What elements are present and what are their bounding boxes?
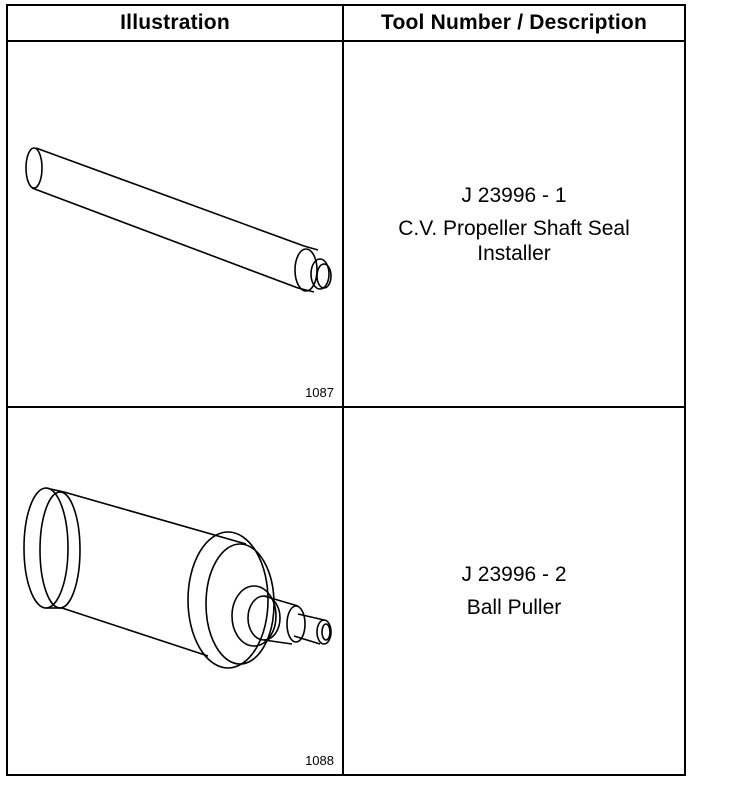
description-line: Installer — [477, 241, 551, 265]
ball-puller-icon — [23, 487, 332, 669]
tool-number: J 23996 - 1 — [461, 183, 567, 207]
description-cell-2: J 23996 - 2 Ball Puller — [344, 408, 684, 774]
tool-table: Illustration Tool Number / Description 1… — [6, 4, 686, 776]
shaft-seal-installer-icon — [25, 147, 332, 293]
illustration-cell-1: 1087 — [8, 42, 344, 408]
header-illustration: Illustration — [8, 6, 344, 42]
figure-number: 1087 — [305, 385, 334, 400]
description-line: C.V. Propeller Shaft Seal — [398, 216, 630, 240]
description-line: Ball Puller — [466, 596, 562, 619]
illustration-cell-2: 1088 — [8, 408, 344, 774]
header-tool-description: Tool Number / Description — [344, 6, 684, 42]
tool-number: J 23996 - 2 — [461, 563, 567, 586]
description-cell-1: J 23996 - 1 C.V. Propeller Shaft Seal In… — [344, 42, 684, 408]
figure-number: 1088 — [305, 753, 334, 768]
